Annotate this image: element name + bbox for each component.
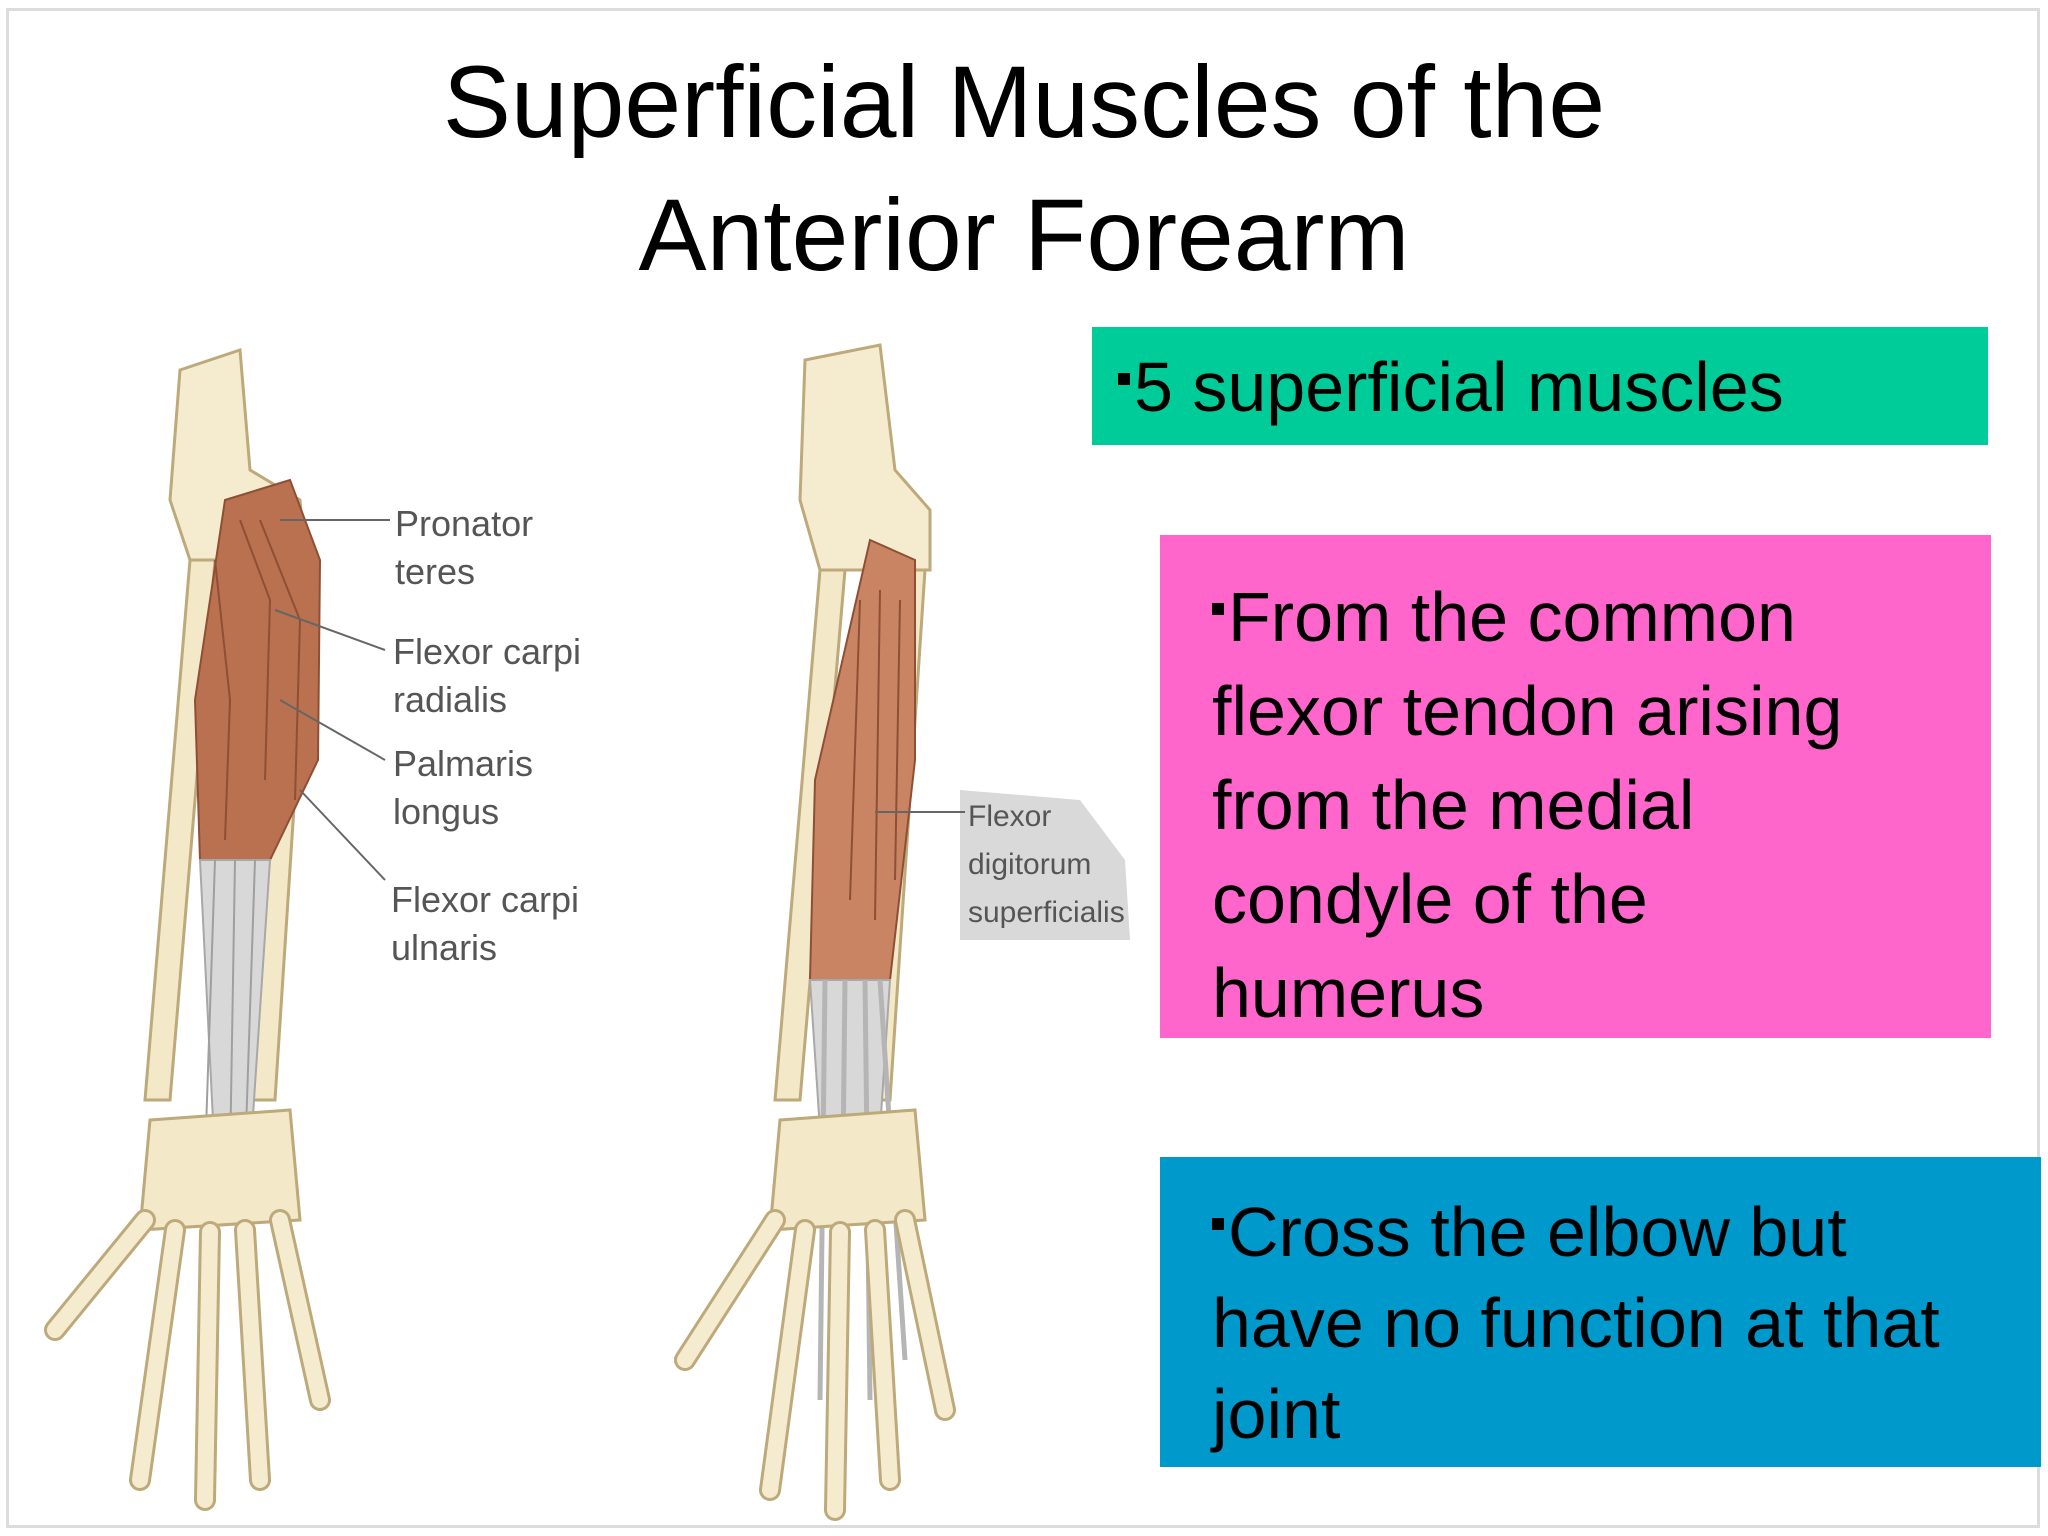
title-line-1: Superficial Muscles of the xyxy=(442,45,1606,159)
right-figure-labels: Flexor digitorum superficialis xyxy=(968,800,1125,929)
label-flexor-digitorum-3: superficialis xyxy=(968,896,1125,929)
label-flexor-carpi-radialis-2: radialis xyxy=(393,679,507,720)
bullet-box-origin: From the common flexor tendon arising fr… xyxy=(1160,535,1991,1038)
right-forearm-illustration xyxy=(674,343,1130,1521)
left-figure-labels: Pronator teres Flexor carpi radialis Pal… xyxy=(391,503,581,968)
bullet-text-line-2: flexor tendon arising xyxy=(1212,672,1843,750)
label-pronator-teres-1: Pronator xyxy=(395,503,533,544)
bullet-text-line-1: Cross the elbow but xyxy=(1228,1193,1847,1271)
label-palmaris-longus-2: longus xyxy=(393,791,499,832)
bullet-square-icon xyxy=(1118,372,1130,385)
slide-title: Superficial Muscles of the Anterior Fore… xyxy=(0,36,2048,302)
left-forearm-illustration xyxy=(44,347,390,1511)
label-palmaris-longus-1: Palmaris xyxy=(393,743,533,784)
label-flexor-digitorum-2: digitorum xyxy=(968,848,1091,881)
label-pronator-teres-2: teres xyxy=(395,551,475,592)
bullet-box-elbow: Cross the elbow but have no function at … xyxy=(1160,1157,2041,1467)
bullet-square-icon xyxy=(1212,602,1224,615)
bullet-text-line-3: joint xyxy=(1212,1375,1341,1453)
bullet-text-line-2: have no function at that xyxy=(1212,1284,1940,1362)
bullet-text-line-3: from the medial xyxy=(1212,766,1695,844)
title-line-2: Anterior Forearm xyxy=(638,178,1410,292)
label-flexor-carpi-ulnaris-2: ulnaris xyxy=(391,927,497,968)
label-flexor-carpi-ulnaris-1: Flexor carpi xyxy=(391,879,579,920)
bullet-box-superficial-count: 5 superficial muscles xyxy=(1092,327,1988,445)
forearm-anatomy-figure: Pronator teres Flexor carpi radialis Pal… xyxy=(44,343,1130,1521)
bullet-text: 5 superficial muscles xyxy=(1134,348,1784,426)
bullet-text-line-4: condyle of the xyxy=(1212,860,1648,938)
bullet-square-icon xyxy=(1212,1217,1224,1230)
label-flexor-carpi-radialis-1: Flexor carpi xyxy=(393,631,581,672)
bullet-text-line-1: From the common xyxy=(1228,578,1796,656)
label-flexor-digitorum-1: Flexor xyxy=(968,800,1051,833)
bullet-text-line-5: humerus xyxy=(1212,954,1485,1032)
